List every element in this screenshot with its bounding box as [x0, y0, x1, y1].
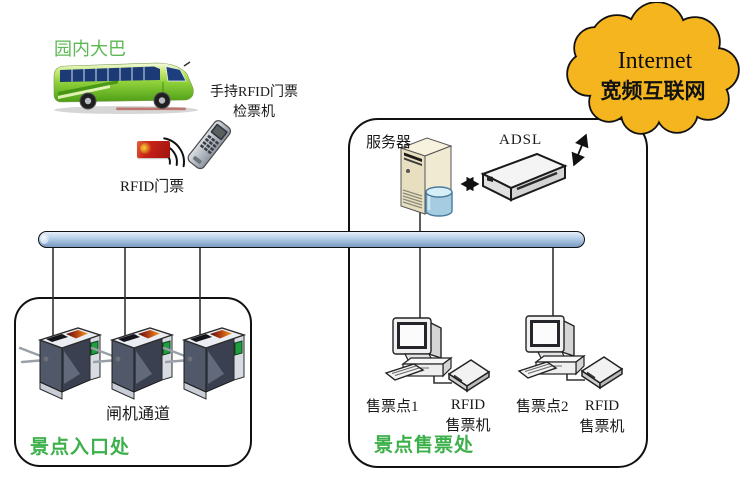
bus-icon [53, 61, 198, 114]
database-cylinder-icon [425, 186, 453, 217]
cloud-label-internet: Internet [618, 48, 693, 74]
ticket-station1-label: 售票点1 [366, 399, 419, 415]
ticket-station2-label: 售票点2 [516, 399, 569, 415]
rfid-vendor1-label-line1: RFID [450, 397, 486, 413]
rfid-vendor2-label: RFID 售票机 [570, 396, 634, 438]
rfid-vendor2-label-line1: RFID [584, 398, 620, 414]
rfid-vending-device-icon-2 [581, 356, 623, 389]
gate-channel-label: 闸机通道 [106, 406, 171, 423]
rfid-vendor1-label-line2: 售票机 [445, 418, 491, 434]
turnstile-icon-3 [162, 326, 246, 401]
cloud-label-broadband: 宽频互联网 [601, 79, 706, 103]
handheld-terminal-icon [187, 120, 232, 170]
server-icon [399, 137, 453, 217]
rfid-vendor2-label-line2: 售票机 [579, 419, 625, 435]
rfid-vending-device-icon-1 [448, 359, 490, 392]
rfid-ticket-label: RFID门票 [120, 179, 185, 195]
rfid-card-emblem [140, 143, 152, 154]
entrance-title: 景点入口处 [30, 437, 131, 458]
adsl-label: ADSL [499, 132, 543, 148]
rfid-card-icon [137, 141, 170, 158]
park-bus-label: 园内大巴 [54, 39, 126, 59]
rfid-vendor1-label: RFID 售票机 [436, 395, 500, 437]
handheld-checker-label-line1: 手持RFID门票 [210, 85, 298, 100]
server-label: 服务器 [366, 135, 412, 151]
handheld-checker-label-line2: 检票机 [233, 105, 275, 120]
handheld-checker-label: 手持RFID门票 检票机 [202, 83, 306, 123]
ticket-office-title: 景点售票处 [374, 435, 475, 456]
internet-cloud: Internet 宽频互联网 [566, 2, 740, 135]
adsl-modem-icon [480, 152, 568, 202]
network-backbone-bus [38, 231, 585, 248]
